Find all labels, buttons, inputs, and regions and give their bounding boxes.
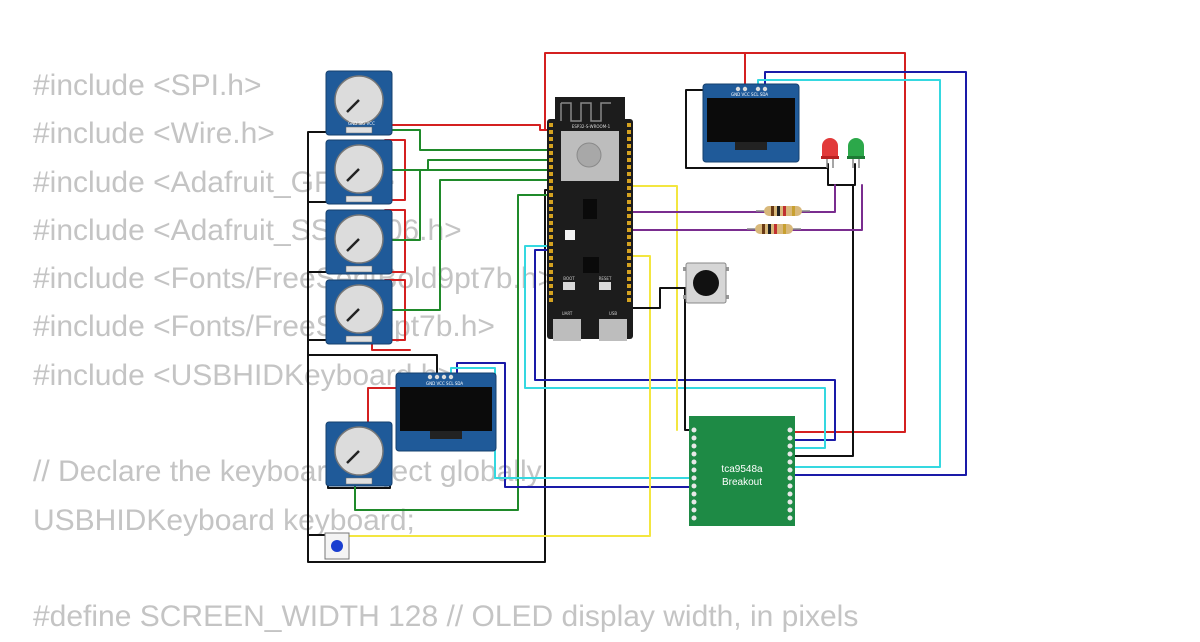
oled-display-2[interactable]: GND VCC SCL SDA <box>395 372 497 452</box>
wire-vcc-pots-top[interactable] <box>384 124 554 131</box>
wire-sig-pot4[interactable] <box>384 179 554 311</box>
usb-left-label: UART <box>562 311 573 316</box>
esp-left-pins <box>549 123 553 302</box>
wire-gnd-mux-right[interactable] <box>794 184 854 457</box>
esp32-board[interactable]: ESP32-S-WROOM-1 <box>547 97 633 341</box>
wire-scl-oled2[interactable] <box>450 367 695 479</box>
wire-led-red[interactable] <box>629 184 836 213</box>
reset-label: RESET <box>599 276 612 281</box>
potentiometer-1[interactable]: GND SIG VCC <box>325 70 393 136</box>
oled-pin-label: GND VCC SCL SDA <box>731 92 768 97</box>
resistor-2 <box>747 224 801 234</box>
wire-gnd-button2[interactable] <box>629 287 691 309</box>
potentiometer-3[interactable] <box>325 209 393 275</box>
wire-led-green[interactable] <box>629 184 863 231</box>
wire-sig-pot1[interactable] <box>371 129 554 151</box>
oled-display-1[interactable]: GND VCC SCL SDA <box>702 83 800 163</box>
wire-scl-oled1[interactable] <box>757 79 941 468</box>
resistor-1 <box>756 206 810 216</box>
wire-sig-pot2[interactable] <box>384 159 554 171</box>
wires <box>307 52 967 563</box>
tca9548a-breakout[interactable]: tca9548a Breakout <box>689 416 795 526</box>
pot-pin-label: GND SIG VCC <box>348 121 375 126</box>
wire-sig-pot5[interactable] <box>354 194 554 511</box>
esp-module-label: ESP32-S-WROOM-1 <box>572 124 611 129</box>
esp-right-pins <box>627 123 631 302</box>
wire-button-esp[interactable] <box>349 255 651 537</box>
wire-gnd-mux[interactable] <box>684 287 695 431</box>
wire-sda-oled1[interactable] <box>764 71 967 476</box>
oled-pin-label: GND VCC SCL SDA <box>426 381 463 386</box>
wire-gnd-oled2[interactable] <box>307 354 438 377</box>
pushbutton[interactable] <box>683 262 729 304</box>
potentiometer-4[interactable] <box>325 279 393 345</box>
mux-title: tca9548a <box>721 464 763 475</box>
boot-button[interactable] <box>563 282 575 290</box>
usb-right-label: USB <box>609 311 617 316</box>
wire-scl-mux-esp[interactable] <box>524 245 826 449</box>
rgb-led <box>565 230 575 240</box>
usb-port-usb <box>599 319 627 341</box>
boot-label: BOOT <box>563 276 575 281</box>
reset-button[interactable] <box>599 282 611 290</box>
green-led <box>847 138 865 168</box>
red-led <box>821 138 839 168</box>
small-blue-button[interactable] <box>324 532 350 560</box>
mux-subtitle: Breakout <box>722 477 762 488</box>
potentiometer-2[interactable] <box>325 139 393 205</box>
wire-vcc-mux[interactable] <box>544 52 906 433</box>
potentiometer-5[interactable] <box>325 421 393 487</box>
wire-button-signal[interactable] <box>629 185 678 431</box>
usb-port-uart <box>553 319 581 341</box>
wire-sig-pot3[interactable] <box>384 169 554 241</box>
wire-gnd-leds[interactable] <box>827 163 856 186</box>
